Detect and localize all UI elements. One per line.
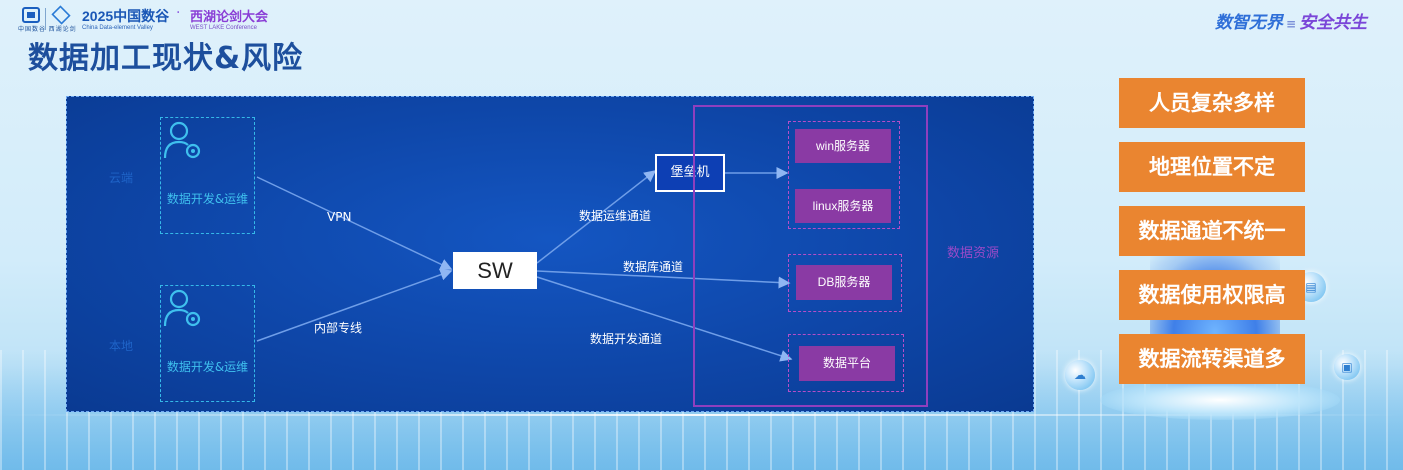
- data-platform-node: 数据平台: [799, 346, 895, 381]
- slogan-part-b: 安全共生: [1299, 13, 1367, 33]
- conference-subtitle: 西湖论剑大会: [190, 9, 269, 24]
- risk-item: 数据使用权限高: [1119, 270, 1305, 320]
- conference-title: 2025中国数谷: [82, 8, 170, 24]
- db-server-node: DB服务器: [796, 265, 892, 300]
- user-gear-icon: [163, 121, 201, 159]
- diagram-connectors: [256, 167, 793, 362]
- linux-server-node: linux服务器: [795, 189, 891, 223]
- chip-bubble-icon: ▣: [1334, 354, 1360, 380]
- edge-label-ops: 数据运维通道: [579, 209, 652, 223]
- user-gear-icon: [163, 289, 201, 327]
- data-resource-frame: [693, 105, 928, 407]
- conference-en-left: China Data-element Valley: [82, 25, 153, 31]
- slogan: 数智无界≡安全共生: [1215, 8, 1367, 33]
- risk-item: 数据通道不统一: [1119, 206, 1305, 256]
- risk-item: 地理位置不定: [1119, 142, 1305, 192]
- user-box-bottom: 数据开发&运维: [160, 285, 255, 402]
- page-title: 数据加工现状&风险: [28, 41, 304, 76]
- risk-item: 人员复杂多样: [1119, 78, 1305, 128]
- cloud-bubble-icon: ☁: [1065, 360, 1095, 390]
- switch-node: SW: [453, 252, 537, 289]
- floor-glow-line: [0, 414, 1403, 416]
- logo-caption: 中国数谷 西湖论剑: [18, 27, 77, 33]
- connector-private-line: [256, 268, 453, 342]
- user-label-top: 数据开发&运维: [166, 192, 249, 206]
- risk-item: 数据流转渠道多: [1119, 334, 1305, 384]
- server-group-db: [788, 254, 902, 312]
- edge-label-db: 数据库通道: [623, 260, 684, 274]
- data-resource-title: 数据资源: [947, 246, 1000, 261]
- edge-label-dev: 数据开发通道: [590, 332, 663, 346]
- edge-label-private-line: 内部专线: [314, 321, 363, 335]
- user-label-bottom: 数据开发&运维: [166, 360, 249, 374]
- glow-platform: [1100, 380, 1340, 420]
- ghost-label: 本地: [109, 339, 134, 353]
- user-box-top: 数据开发&运维: [160, 117, 255, 234]
- server-group-hosts: [788, 121, 900, 229]
- server-group-platform: [788, 334, 904, 392]
- conference-en-right: WEST LAKE Conference: [190, 25, 257, 31]
- slogan-separator: ≡: [1285, 17, 1296, 31]
- architecture-diagram: 云端 本地 数据开发&运维 数据开发&运维 VPN 内部专线 数据运维通道 数据…: [66, 96, 1034, 412]
- edge-label-vpn: VPN: [327, 210, 352, 224]
- connector-ops: [536, 170, 657, 264]
- connector-vpn: [256, 176, 453, 270]
- connector-db: [536, 270, 791, 289]
- win-server-node: win服务器: [795, 129, 891, 163]
- west-lake-logo-icon: [51, 5, 71, 25]
- conference-dot: ·: [176, 5, 181, 21]
- china-data-valley-logo-icon: [22, 7, 40, 23]
- connector-dev: [536, 276, 793, 362]
- slogan-part-a: 数智无界: [1214, 13, 1283, 33]
- ghost-label: 云端: [109, 171, 134, 185]
- logo-divider: [45, 8, 46, 30]
- bastion-host-node: 堡垒机: [655, 154, 725, 192]
